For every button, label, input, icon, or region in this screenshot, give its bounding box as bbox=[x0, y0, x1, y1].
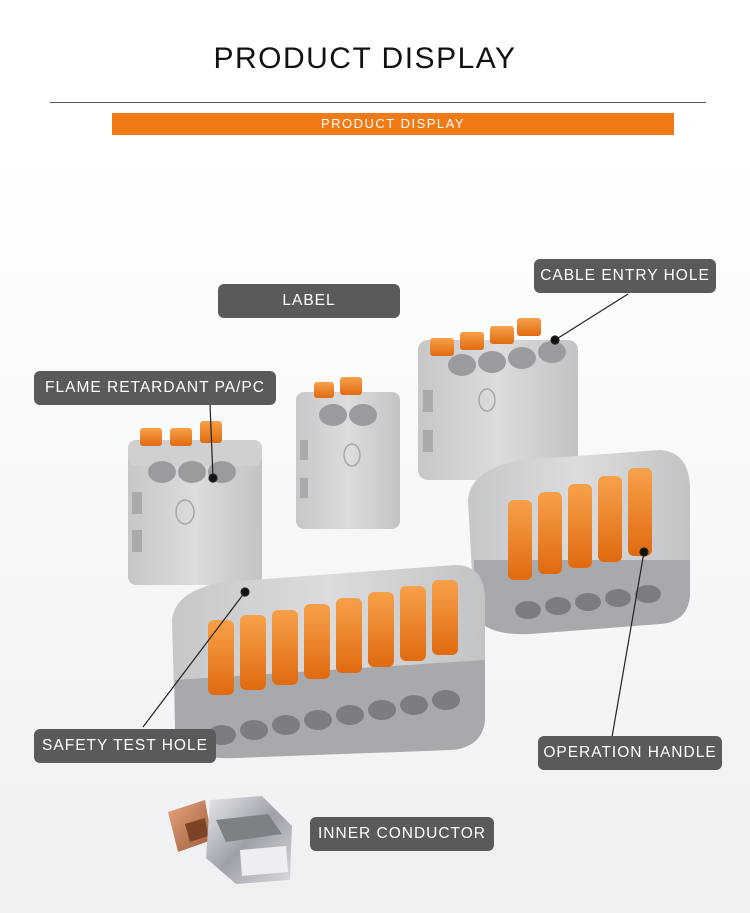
callout-inner-conductor: INNER CONDUCTOR bbox=[310, 817, 494, 851]
connector-8-way bbox=[172, 565, 485, 759]
page-title: PRODUCT DISPLAY bbox=[213, 42, 517, 75]
callout-safety-test-hole: SAFETY TEST HOLE bbox=[34, 729, 216, 763]
title-divider bbox=[50, 102, 706, 103]
connector-4-way bbox=[418, 318, 578, 480]
section-banner: PRODUCT DISPLAY bbox=[112, 113, 674, 135]
callout-label: LABEL bbox=[218, 284, 400, 318]
inner-conductor-part bbox=[168, 796, 292, 884]
callout-flame-retardant: FLAME RETARDANT PA/PC bbox=[34, 371, 276, 405]
callout-cable-entry-hole: CABLE ENTRY HOLE bbox=[534, 259, 716, 293]
connector-5-way bbox=[468, 450, 690, 635]
connector-2-way bbox=[296, 377, 400, 529]
callout-operation-handle: OPERATION HANDLE bbox=[538, 736, 722, 770]
connector-3-way bbox=[128, 421, 262, 585]
